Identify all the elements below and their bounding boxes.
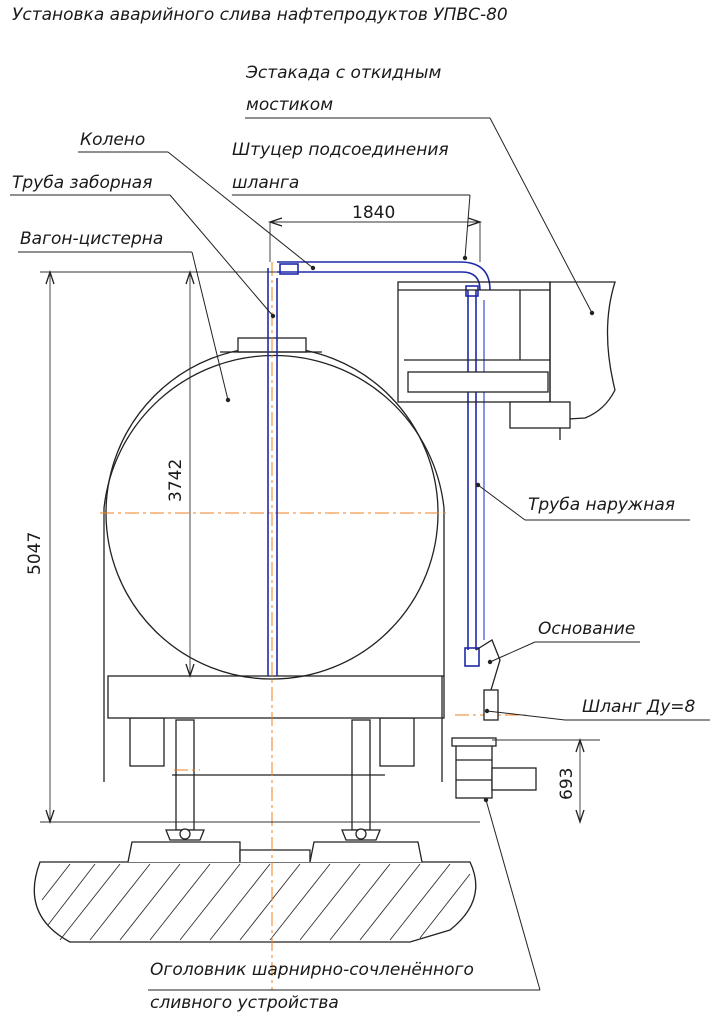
label-osnovanie: Основание	[538, 619, 635, 639]
label-ogolovnik-2: сливного устройства	[150, 993, 339, 1013]
label-estakada-1: Эстакада с откидным	[245, 63, 441, 83]
label-truba-zabornaya: Труба заборная	[12, 173, 152, 193]
centerlines	[100, 262, 530, 990]
intake-pipe	[267, 261, 491, 676]
label-shtucer-2: шланга	[232, 173, 299, 193]
dim-tank-height: 3742	[166, 459, 186, 502]
label-truba-naruzhnaya: Труба наружная	[528, 495, 675, 515]
bogie	[129, 717, 415, 841]
base-assembly	[451, 639, 537, 803]
dim-width-value: 1840	[352, 203, 395, 223]
dim-base	[492, 737, 600, 825]
label-ogolovnik-1: Оголовник шарнирно-сочленённого	[150, 960, 474, 980]
overpass	[397, 255, 616, 440]
ground	[33, 841, 477, 943]
dim-base-value: 693	[557, 768, 577, 800]
label-estakada-2: мостиком	[246, 95, 333, 115]
label-shtucer-1: Штуцер подсоединения	[232, 140, 449, 160]
tank-car	[103, 269, 445, 782]
outer-pipe	[464, 285, 485, 667]
label-koleno: Колено	[80, 130, 145, 150]
dim-total-height: 5047	[25, 532, 45, 575]
leaders	[10, 117, 710, 991]
label-shlang: Шланг Ду=8	[582, 697, 695, 717]
label-vagon-cisterna: Вагон-цистерна	[20, 229, 163, 249]
dim-width	[267, 217, 483, 262]
drawing-title: Установка аварийного слива нафтепродукто…	[12, 5, 508, 25]
